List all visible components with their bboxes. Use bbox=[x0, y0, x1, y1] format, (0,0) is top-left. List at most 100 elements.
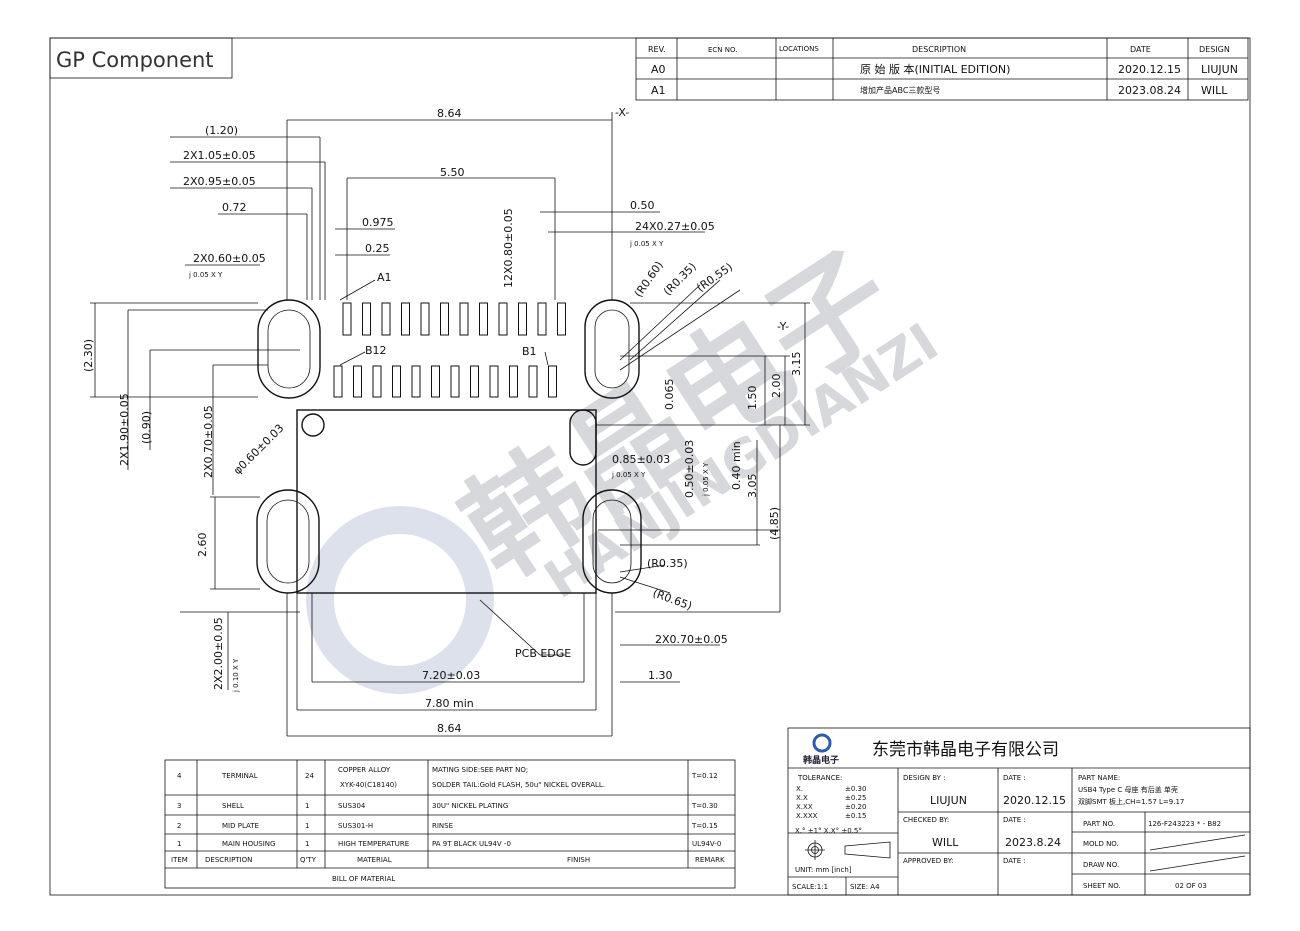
checked-date: 2023.8.24 bbox=[1005, 836, 1061, 849]
rev-a1-date: 2023.08.24 bbox=[1118, 84, 1181, 97]
bom-finish: MATING SIDE:SEE PART NO; bbox=[432, 766, 528, 774]
terminal-pad-bottom bbox=[372, 365, 382, 398]
dim-label: (R0.65) bbox=[651, 587, 694, 613]
design-by: LIUJUN bbox=[930, 794, 967, 807]
bom-material: COPPER ALLOY bbox=[338, 766, 391, 774]
terminal-pad-bottom bbox=[489, 365, 499, 398]
bom-material: SUS304 bbox=[338, 802, 366, 810]
bom-finish: 30U" NICKEL PLATING bbox=[432, 802, 508, 810]
bom-header-material: MATERIAL bbox=[357, 856, 392, 864]
unit-label: UNIT: mm [inch] bbox=[795, 866, 852, 874]
dimension-lines bbox=[90, 112, 810, 737]
dim-overall-width: 8.64 bbox=[437, 107, 462, 120]
dim-label: 3.05 bbox=[746, 474, 759, 499]
dim-label: 3.15 bbox=[790, 352, 803, 377]
terminal-pad-bottom bbox=[411, 365, 421, 398]
dim-label: (1.20) bbox=[205, 124, 238, 137]
dim-label: 0.40 min bbox=[730, 441, 743, 490]
bom-remark: UL94V-0 bbox=[692, 840, 721, 848]
terminal-pad-top bbox=[518, 302, 527, 336]
dim-label: 2X1.90±0.05 bbox=[118, 393, 131, 466]
dim-label: (R0.35) bbox=[647, 557, 688, 570]
tolerance-value: ±0.30 bbox=[845, 785, 866, 793]
bom-qty: 24 bbox=[305, 772, 314, 780]
terminal-pad-top bbox=[557, 302, 566, 336]
ecn-header: ECN NO. bbox=[708, 46, 737, 54]
design-by-label: DESIGN BY : bbox=[903, 774, 946, 782]
tolerance-class: X.XXX bbox=[796, 812, 818, 820]
title-block: 韩晶电子 东莞市韩晶电子有限公司 TOLERANCE: X.±0.30X.X±0… bbox=[787, 727, 1251, 896]
tolerance-label: TOLERANCE: bbox=[797, 774, 842, 782]
bom-finish: RINSE bbox=[432, 822, 453, 830]
rev-a0: A0 bbox=[651, 63, 666, 76]
dim-label: 2X0.70±0.05 bbox=[202, 405, 215, 478]
bom-header-qty: Q'TY bbox=[300, 856, 317, 864]
terminal-pad-bottom bbox=[353, 365, 362, 398]
dim-label: 0.85±0.03 bbox=[612, 453, 670, 466]
dim-label: 8.64 bbox=[437, 722, 462, 735]
projection-symbol-icon bbox=[805, 840, 891, 860]
locations-header: LOCATIONS bbox=[779, 45, 819, 53]
terminal-pad-bottom bbox=[470, 365, 479, 398]
dim-label: 12X0.80±0.05 bbox=[502, 208, 515, 288]
revision-table: REV. ECN NO. LOCATIONS DESCRIPTION DATE … bbox=[635, 37, 1249, 101]
terminal-pad-top bbox=[498, 302, 508, 336]
terminal-pad-bottom bbox=[548, 365, 557, 398]
terminal-pad-bottom bbox=[431, 365, 440, 398]
bom-header-item: ITEM bbox=[171, 856, 188, 864]
dim-label: 0.72 bbox=[222, 201, 247, 214]
angle-tolerance: X.° ±1° X.X° ±0.5° bbox=[795, 827, 862, 835]
bom-header-finish: FINISH bbox=[567, 856, 590, 864]
dim-label: 7.20±0.03 bbox=[422, 669, 480, 682]
bom-description: MAIN HOUSING bbox=[222, 840, 275, 848]
part-name-line1: USB4 Type C 母座 有后盖 单壳 bbox=[1078, 785, 1178, 794]
bom-finish: PA 9T BLACK UL94V -0 bbox=[432, 840, 511, 848]
part-name-label: PART NAME: bbox=[1078, 774, 1120, 782]
bom-remark: T=0.15 bbox=[691, 822, 718, 830]
size-label: SIZE: A4 bbox=[850, 883, 880, 891]
dim-label: 0.25 bbox=[365, 242, 390, 255]
bom-header-desc: DESCRIPTION bbox=[205, 856, 252, 864]
bom-caption: BILL OF MATERIAL bbox=[332, 875, 395, 883]
dim-label: (R0.55) bbox=[694, 260, 735, 294]
bom-description: SHELL bbox=[222, 802, 244, 810]
dim-label: (0.90) bbox=[140, 411, 153, 444]
rev-a1-design: WILL bbox=[1201, 84, 1228, 97]
bom-material: XYK-40(C18140) bbox=[340, 781, 397, 789]
dim-label: 1.50 bbox=[746, 386, 759, 411]
part-no-label: PART NO. bbox=[1083, 820, 1115, 828]
date-header: DATE bbox=[1130, 45, 1151, 54]
rev-a0-desc: 原 始 版 本(INITIAL EDITION) bbox=[860, 62, 1010, 76]
design-date: 2020.12.15 bbox=[1003, 794, 1066, 807]
part-no: 126-F243223 * - B82 bbox=[1148, 820, 1221, 828]
terminal-pad-bottom bbox=[509, 365, 518, 398]
dim-label: 2.60 bbox=[196, 533, 209, 558]
company-logo-icon: 韩晶电子 bbox=[803, 733, 839, 766]
terminal-pad-top bbox=[537, 302, 547, 336]
dim-label: (2.30) bbox=[82, 339, 95, 372]
rev-a1-desc: 增加产品ABC三款型号 bbox=[860, 85, 940, 95]
terminal-pad-top bbox=[362, 302, 371, 336]
terminal-pad-bottom bbox=[333, 365, 343, 398]
tolerance-class: X.X bbox=[796, 794, 808, 802]
bom-material: HIGH TEMPERATURE bbox=[338, 840, 409, 848]
bom-item: 1 bbox=[177, 840, 181, 848]
title-box bbox=[49, 37, 233, 79]
dim-label: 2X2.00±0.05 bbox=[212, 617, 225, 690]
terminal-pad-top bbox=[381, 302, 391, 336]
dim-label: 0.975 bbox=[362, 216, 394, 229]
checked-date-label: DATE : bbox=[1003, 816, 1026, 824]
approved-by-label: APPROVED BY: bbox=[903, 857, 953, 865]
design-date-label: DATE : bbox=[1003, 774, 1026, 782]
dim-label: (R0.35) bbox=[661, 260, 699, 298]
dim-label: 2X0.95±0.05 bbox=[183, 175, 256, 188]
terminal-pad-top bbox=[440, 302, 449, 336]
rev-header: REV. bbox=[648, 45, 666, 54]
sheet-title: GP Component bbox=[56, 48, 214, 72]
bom-item: 2 bbox=[177, 822, 181, 830]
bom-qty: 1 bbox=[305, 840, 309, 848]
sheet-no: 02 OF 03 bbox=[1175, 882, 1207, 890]
terminal-pad-top bbox=[459, 302, 469, 336]
bom-header-remark: REMARK bbox=[695, 856, 725, 864]
